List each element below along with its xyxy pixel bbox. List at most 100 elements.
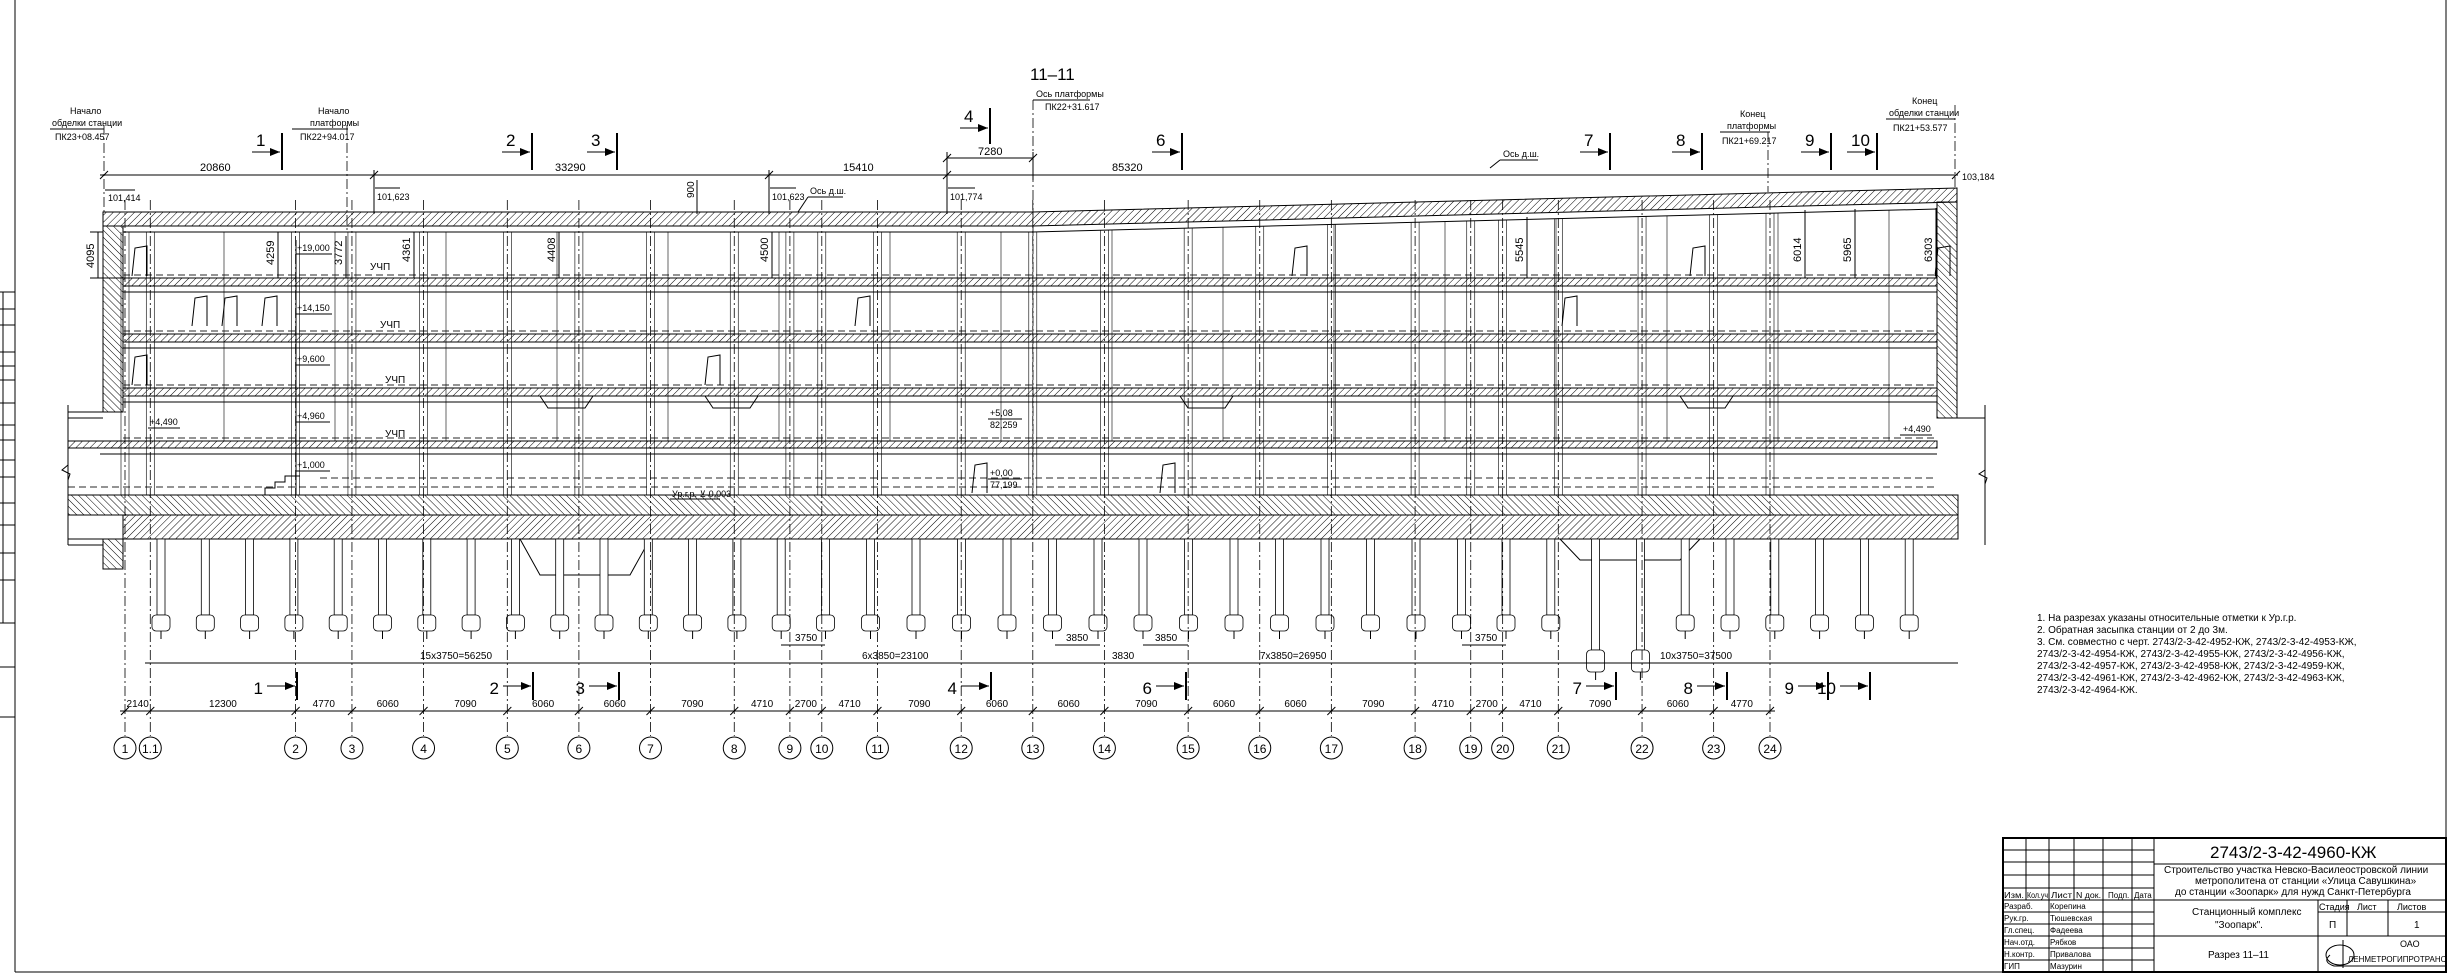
door-symbol [221, 295, 238, 327]
section-arrow-head [1604, 682, 1614, 690]
axis-label: 3 [349, 742, 356, 756]
svg-text:+1,000: +1,000 [297, 460, 325, 470]
dimension-tick [1255, 706, 1265, 716]
svg-text:ПК21+69.217: ПК21+69.217 [1722, 136, 1777, 146]
dimension-tick [502, 706, 512, 716]
slab-level-2 [122, 333, 1938, 343]
svg-text:Лист: Лист [2357, 902, 2377, 912]
svg-text:+5,08: +5,08 [990, 408, 1013, 418]
dimension-tick [1410, 706, 1420, 716]
svg-text:101,774: 101,774 [950, 192, 983, 202]
door-symbol [704, 354, 721, 386]
axis-bubble [1459, 736, 1483, 760]
pile-shaft [1501, 538, 1511, 616]
pile-head [1361, 614, 1380, 632]
svg-text:Ось платформы: Ось платформы [1036, 89, 1104, 99]
dimension-tick [347, 706, 357, 716]
axis-bubble [1546, 736, 1570, 760]
pile-head [1406, 614, 1426, 632]
axis-label: 1 [122, 742, 129, 756]
axis-spacing-label: 4770 [313, 699, 336, 710]
pile-head [683, 614, 702, 632]
door-symbol [131, 354, 148, 386]
svg-text:Листов: Листов [2397, 902, 2426, 912]
section-label: 3 [591, 131, 600, 150]
axis-bubble [1702, 736, 1726, 760]
pile-dimensions: 15x3750=56250 3750 6x3850=23100 3850 383… [145, 633, 1958, 664]
door-symbol [1291, 245, 1308, 277]
door-symbol [1689, 245, 1706, 277]
svg-text:101,623: 101,623 [377, 192, 410, 202]
axis-bubble [949, 736, 973, 760]
dimension-tick [419, 706, 428, 716]
pile-head [1720, 614, 1740, 632]
dimension-tick [1709, 706, 1719, 716]
axis-label: 20 [1496, 742, 1510, 756]
pile-shaft [1457, 538, 1466, 616]
axis-spacing-label: 7090 [454, 699, 477, 710]
svg-text:ЛЕНМЕТРОГИПРОТРАНС: ЛЕНМЕТРОГИПРОТРАНС [2348, 955, 2447, 964]
role-title: Гл.спец. [2004, 926, 2034, 935]
left-margin-stamp [0, 291, 15, 718]
axis-spacing-label: 2700 [795, 699, 818, 710]
section-label: 7 [1573, 679, 1582, 698]
svg-text:Конец: Конец [1912, 96, 1937, 106]
pile-head [505, 614, 525, 632]
title-block: 2743/2-3-42-4960-КЖ Строительство участк… [2002, 837, 2447, 973]
section-arrow-head [520, 148, 530, 156]
signature-roles: Разраб.КорепинаРук.гр.ТюшевскаяГл.спец.Ф… [2004, 902, 2092, 971]
axis-bubble [1021, 736, 1045, 760]
pile-head [1765, 614, 1785, 632]
pile-head [195, 614, 215, 632]
svg-text:3750: 3750 [1475, 633, 1498, 644]
pile-head [1133, 614, 1153, 632]
axis-spacing-label: 6060 [1667, 699, 1690, 710]
left-tunnel-stub [61, 405, 103, 546]
svg-text:УЧП: УЧП [370, 262, 390, 273]
axis-bubble [284, 736, 308, 760]
axis-label: 6 [576, 742, 583, 756]
base-slab-lower [122, 514, 1959, 540]
axis-label: 16 [1253, 742, 1267, 756]
section-label: 1 [254, 679, 263, 698]
svg-text:1. На разрезах указаны относит: 1. На разрезах указаны относительные отм… [2037, 613, 2296, 624]
svg-text:7280: 7280 [978, 146, 1002, 158]
role-name: Тюшевская [2050, 914, 2092, 923]
svg-text:ПК21+53.577: ПК21+53.577 [1893, 123, 1948, 133]
pile-shaft [911, 538, 921, 616]
door-symbol [854, 295, 871, 327]
svg-text:3. См. совместно с черт. 2743/: 3. См. совместно с черт. 2743/2-3-42-495… [2037, 637, 2357, 648]
section-arrow-head [285, 682, 295, 690]
section-arrow-head [607, 682, 617, 690]
section-label: 2 [506, 131, 515, 150]
svg-text:7x3850=26950: 7x3850=26950 [1260, 651, 1327, 662]
pile-shaft [1725, 538, 1735, 616]
pile-shaft [1591, 538, 1600, 651]
section-arrow-head [1598, 148, 1608, 156]
svg-text:101,414: 101,414 [108, 193, 141, 203]
svg-text:Конец: Конец [1740, 109, 1765, 119]
pile-head [417, 614, 437, 632]
axis-bubble [138, 736, 162, 760]
svg-text:4095: 4095 [85, 244, 97, 268]
svg-text:ПК22+94.017: ПК22+94.017 [300, 132, 355, 142]
axis-spacing-label: 6060 [377, 699, 400, 710]
dimension-tick [291, 706, 300, 716]
axis-label: 4 [420, 742, 427, 756]
slab-level-3 [122, 387, 1938, 397]
axis-label: 1.1 [142, 742, 159, 756]
svg-text:Ур.г.р. ⊻ 0,003: Ур.г.р. ⊻ 0,003 [672, 489, 731, 499]
label-axis-dsh-1: Ось д.ш. [797, 186, 846, 213]
svg-text:обделки станции: обделки станции [52, 118, 122, 128]
right-wall [1936, 201, 1958, 419]
svg-text:3750: 3750 [795, 633, 818, 644]
svg-text:+4,490: +4,490 [150, 417, 178, 427]
section-label: 2 [490, 679, 499, 698]
svg-text:П: П [2329, 920, 2336, 931]
svg-text:+9,600: +9,600 [297, 354, 325, 364]
svg-text:Строительство участка Невско-В: Строительство участка Невско-Василеостро… [2164, 865, 2428, 876]
company-logo: ОАО ЛЕНМЕТРОГИПРОТРАНС [2325, 939, 2447, 968]
svg-text:+14,150: +14,150 [297, 303, 330, 313]
dimension-tick [873, 706, 882, 716]
